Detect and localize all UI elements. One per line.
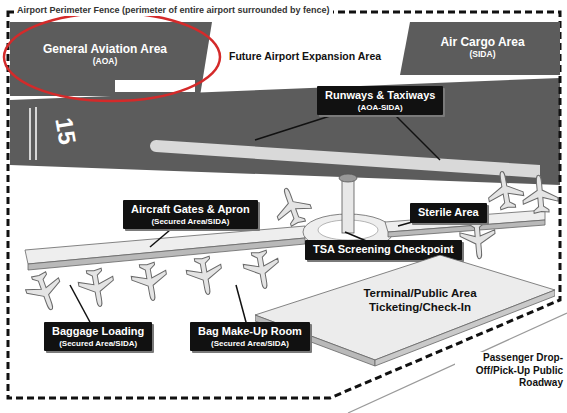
threshold-mark bbox=[29, 108, 31, 160]
area-subtitle: (SIDA) bbox=[410, 49, 555, 59]
tower-cab bbox=[339, 174, 357, 182]
area-title: Air Cargo Area bbox=[410, 35, 555, 49]
control-tower bbox=[342, 178, 354, 233]
region-shape bbox=[10, 22, 212, 96]
callout-box: Baggage Loading(Secured Area/SIDA) bbox=[44, 322, 152, 351]
region-shape bbox=[400, 22, 560, 75]
threshold-mark bbox=[35, 107, 37, 160]
perimeter-fence bbox=[8, 12, 560, 398]
area-title: Terminal/Public Area bbox=[340, 287, 500, 301]
aircraft bbox=[485, 168, 526, 211]
taxiway-stripe bbox=[150, 140, 540, 178]
aircraft bbox=[269, 182, 315, 229]
roadway-label: Passenger Drop-Off/Pick-Up Public Roadwa… bbox=[455, 352, 566, 390]
callout-title: Baggage Loading bbox=[52, 325, 144, 339]
text-holder: Terminal/Public AreaTicketing/Check-In bbox=[340, 287, 500, 315]
callout-title: TSA Screening Checkpoint bbox=[313, 243, 454, 257]
runway-number: 15 bbox=[48, 115, 82, 147]
callout-title: Aircraft Gates & Apron bbox=[131, 203, 250, 217]
area-subtitle: Ticketing/Check-In bbox=[340, 301, 500, 315]
callout-title: Bag Make-Up Room bbox=[198, 325, 302, 339]
aircraft bbox=[22, 268, 68, 315]
callout-box: Aircraft Gates & Apron(Secured Area/SIDA… bbox=[123, 200, 258, 229]
callout-subtitle: (Secured Area/SIDA) bbox=[131, 217, 250, 227]
callout-box: Sterile Area bbox=[410, 203, 487, 223]
cargo-area: Air Cargo Area(SIDA) bbox=[400, 22, 560, 75]
aircraft bbox=[459, 220, 497, 260]
callout-title: Runways & Taxiways bbox=[325, 89, 435, 103]
area-label: Future Airport Expansion Area bbox=[226, 50, 384, 63]
aircraft bbox=[521, 174, 559, 214]
building-block bbox=[115, 80, 195, 92]
callout-box: Runways & Taxiways(AOA-SIDA) bbox=[317, 86, 443, 115]
highlight-ellipse bbox=[4, 13, 220, 101]
callout-subtitle: (AOA-SIDA) bbox=[325, 103, 435, 113]
aircraft bbox=[242, 248, 283, 291]
text-holder: Air Cargo Area(SIDA) bbox=[410, 35, 555, 60]
aviation-area: General Aviation Area(AOA) bbox=[10, 22, 212, 96]
area-subtitle: (AOA) bbox=[20, 56, 190, 66]
aircraft bbox=[77, 266, 118, 309]
area-title: General Aviation Area bbox=[20, 42, 190, 56]
fence-label: Airport Perimeter Fence (perimeter of en… bbox=[14, 5, 333, 16]
callout-title: Sterile Area bbox=[418, 206, 479, 220]
callout-box: Bag Make-Up Room(Secured Area/SIDA) bbox=[190, 322, 310, 351]
text-holder: General Aviation Area(AOA) bbox=[20, 42, 190, 67]
callout-subtitle: (Secured Area/SIDA) bbox=[198, 339, 302, 349]
aircraft bbox=[185, 254, 226, 297]
callout-subtitle: (Secured Area/SIDA) bbox=[52, 339, 144, 349]
aircraft bbox=[130, 260, 171, 303]
